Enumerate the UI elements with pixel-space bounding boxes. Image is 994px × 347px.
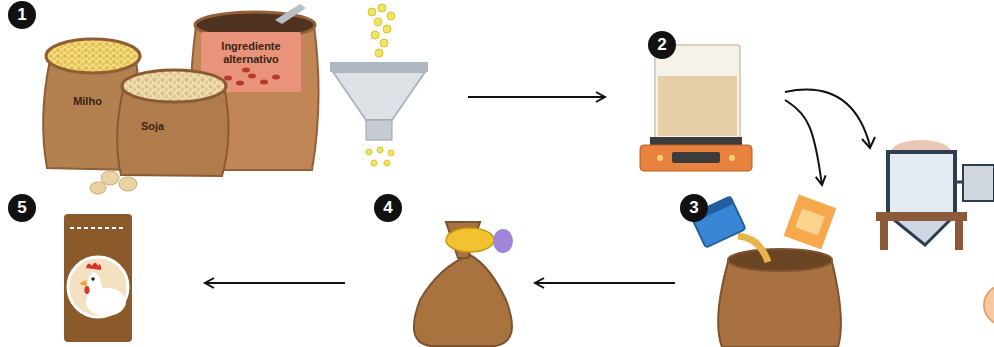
sack-label: Milho	[50, 95, 125, 108]
callout-number: 2	[648, 31, 676, 59]
process-step: 1MilhoSoja Ingrediente alternativo	[8, 0, 468, 180]
soy-beans	[90, 171, 137, 194]
mixing-sack	[690, 194, 840, 347]
scale-with-beaker	[640, 45, 752, 171]
callout-number: 4	[374, 194, 402, 222]
feed-bag	[64, 214, 132, 342]
flow-arrow	[535, 282, 675, 284]
ingredient-sack: Ingrediente alternativo	[205, 40, 297, 70]
callout-number: 5	[8, 194, 36, 222]
ingredient-sack: Milho	[50, 95, 125, 115]
callout-number: 1	[8, 1, 36, 29]
ingredient-sack: Soja	[125, 120, 180, 140]
sack-label: Soja	[125, 120, 180, 133]
flow-arrow	[205, 282, 345, 284]
funnel	[330, 4, 428, 166]
process-step: 5	[8, 185, 205, 347]
flow-arrow	[785, 100, 822, 185]
process-step: 4	[345, 185, 535, 347]
callout-number: 3	[680, 194, 708, 222]
sack-label: Ingrediente alternativo	[205, 40, 297, 66]
mixer-machine	[876, 140, 994, 325]
flow-arrow	[468, 96, 605, 98]
soy-sack	[117, 70, 228, 176]
tied-sack	[414, 222, 513, 346]
flow-arrow-branch	[785, 90, 875, 148]
process-step: 2	[605, 30, 785, 172]
process-step: 3	[675, 185, 840, 347]
